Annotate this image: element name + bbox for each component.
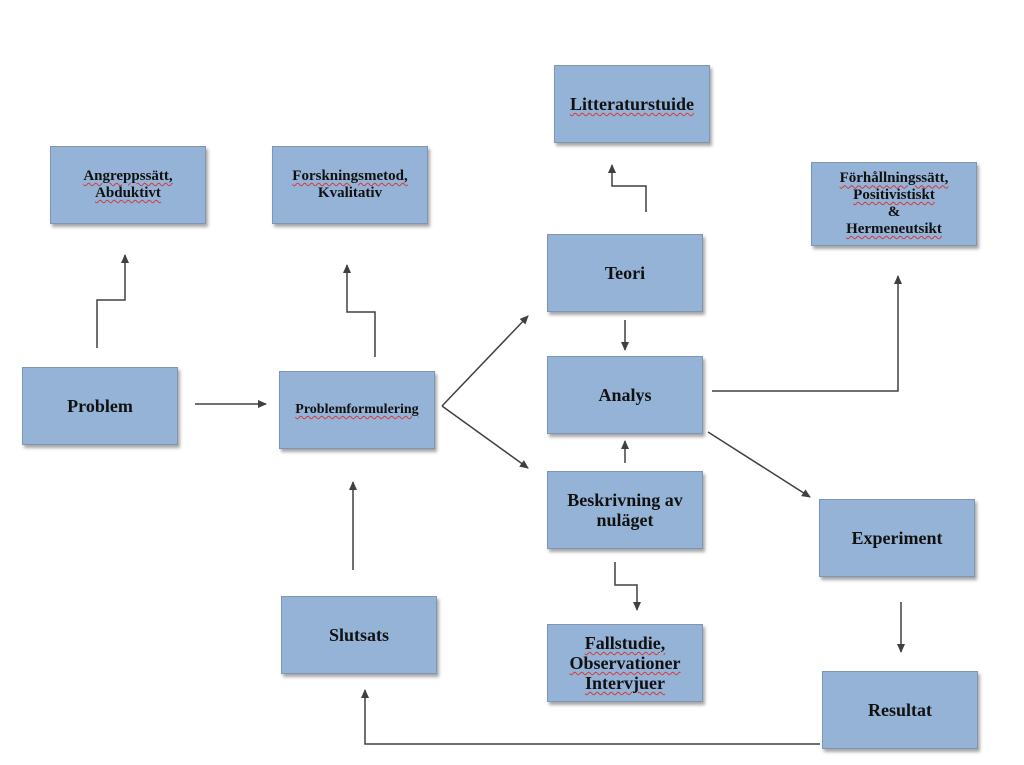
arrow-teori-to-litteraturstuide [608, 164, 647, 212]
node-label-line: nuläget [596, 510, 654, 530]
node-forhallningssatt: Förhållningssätt, Positivistiskt & Herme… [811, 162, 977, 246]
node-label: Experiment [851, 527, 943, 548]
node-label-line: Positivistiskt [853, 187, 935, 204]
node-label: Resultat [868, 699, 932, 720]
node-label: Problemformulering [295, 402, 419, 418]
node-teori: Teori [547, 234, 703, 312]
node-label: Litteraturstuide [570, 93, 694, 114]
arrow-analys-to-forhallningssatt [712, 275, 902, 392]
node-label-line: Hermeneutsikt [846, 220, 942, 237]
node-angreppssatt: Angreppssätt, Abduktivt [50, 146, 206, 224]
arrow-analys-to-experiment [707, 431, 811, 498]
node-problem: Problem [22, 367, 178, 445]
arrow-resultat-to-slutsats [361, 689, 820, 745]
node-label-line: Kvalitativ [317, 185, 383, 201]
node-resultat: Resultat [822, 671, 978, 749]
node-label-line: Fallstudie, [584, 632, 666, 653]
node-forskningsmetod: Forskningsmetod, Kvalitativ [272, 146, 428, 224]
node-slutsats: Slutsats [281, 596, 437, 674]
node-label-line: Forskningsmetod, [292, 168, 408, 185]
node-fallstudie: Fallstudie, Observationer Intervjuer [547, 624, 703, 702]
node-label: Analys [598, 384, 652, 405]
arrow-problemformulering-to-forskningsmetod [343, 264, 376, 357]
arrow-problem-to-angreppssatt [96, 254, 129, 348]
node-label: Teori [604, 262, 646, 283]
arrow-problemformulering-to-teori [441, 315, 529, 407]
node-experiment: Experiment [819, 499, 975, 577]
node-beskrivning: Beskrivning av nuläget [547, 471, 703, 549]
node-label-line: & [887, 204, 901, 220]
node-label: Slutsats [328, 624, 390, 645]
arrow-problemformulering-to-beskrivning [441, 405, 529, 469]
node-problemformulering: Problemformulering [279, 371, 435, 449]
node-label-line: Intervjuer [585, 673, 665, 694]
node-analys: Analys [547, 356, 703, 434]
arrow-beskrivning-to-fallstudie [614, 562, 641, 611]
node-label-line: Beskrivning av [567, 489, 683, 510]
node-label-line: Observationer [569, 652, 681, 673]
node-label-line: Förhållningssätt, [839, 170, 949, 187]
node-label-line: Angreppssätt, [83, 168, 173, 185]
node-label-line: Abduktivt [95, 185, 161, 201]
node-label: Problem [67, 395, 133, 416]
node-litteraturstuide: Litteraturstuide [554, 65, 710, 143]
